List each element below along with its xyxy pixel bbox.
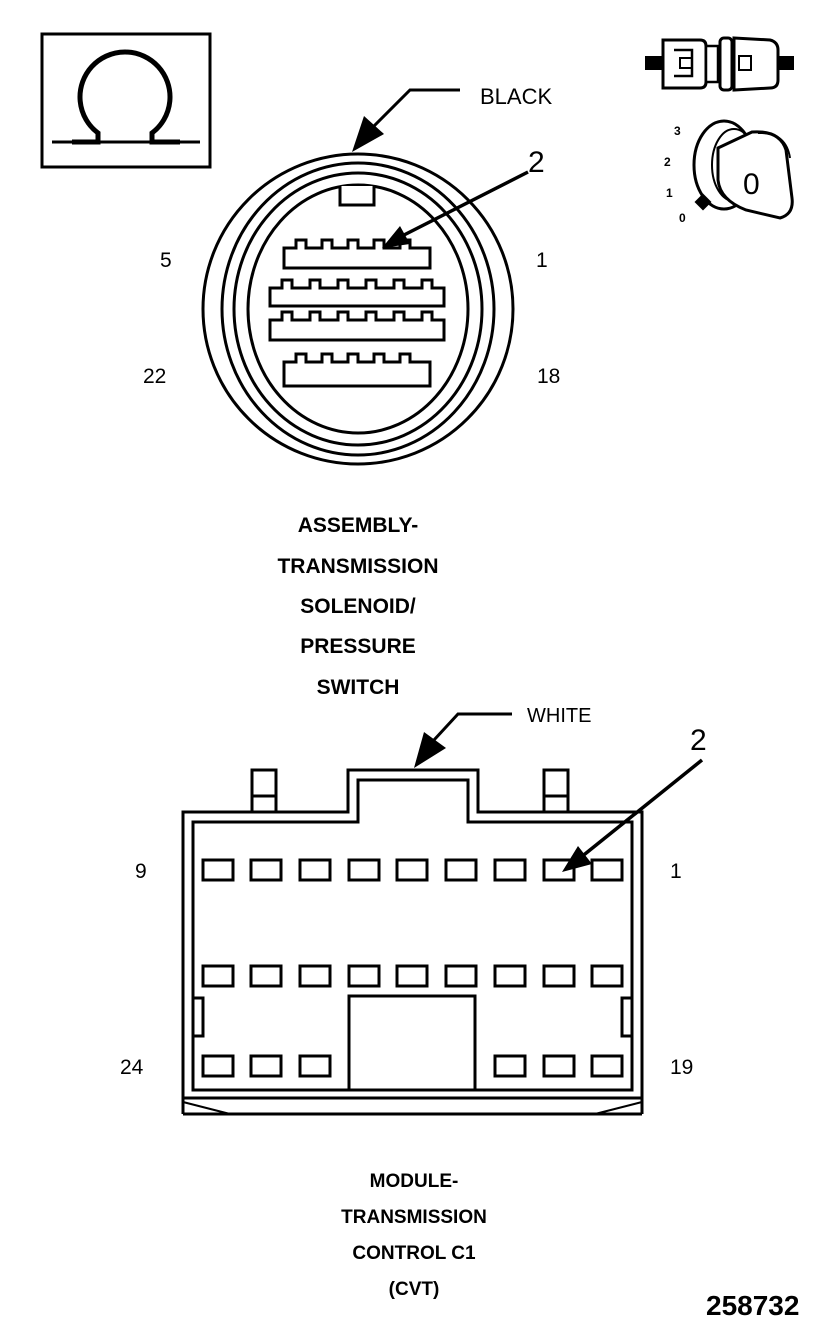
connector-1-title-line: TRANSMISSION [277, 555, 438, 578]
connector-2-pin-bottom-left: 24 [120, 1056, 144, 1079]
connector-1-title-line: ASSEMBLY- [298, 514, 419, 537]
cavity [590, 1054, 624, 1078]
ohmmeter-icon [40, 32, 212, 169]
connector-1-pin-top-right: 1 [536, 249, 548, 272]
cavity [542, 1054, 576, 1078]
cavity [298, 1054, 332, 1078]
connector-1-pin-top-left: 5 [160, 249, 172, 272]
cavity-row-2 [268, 278, 446, 308]
connector-2-cavities-row-3 [201, 1054, 624, 1078]
cavity [590, 858, 624, 882]
cavity [249, 1054, 283, 1078]
connector-1-pin-bottom-left: 22 [143, 365, 166, 388]
connector-2-cavities-row-2 [201, 964, 624, 988]
cavity [444, 964, 478, 988]
connector-2-title-line: TRANSMISSION [341, 1207, 487, 1228]
cavity [347, 858, 381, 882]
cavity-row-1 [282, 238, 432, 270]
figure-number: 258732 [706, 1290, 799, 1321]
connector-2-pin-top-left: 9 [135, 860, 147, 883]
connector-2-title: MODULE- TRANSMISSION CONTROL C1 (CVT) [341, 1171, 487, 1300]
cavity [249, 964, 283, 988]
connector-1-title: ASSEMBLY- TRANSMISSION SOLENOID/ PRESSUR… [277, 514, 438, 699]
connector-2-pin-bottom-right: 19 [670, 1056, 693, 1079]
cavity [395, 858, 429, 882]
cavity-row-3 [268, 310, 446, 342]
connector-2-pin-top-right: 1 [670, 860, 682, 883]
cavity [542, 964, 576, 988]
ignition-key-label: 0 [743, 168, 760, 201]
cavity [493, 1054, 527, 1078]
cavity [249, 858, 283, 882]
connector-1-title-line: PRESSURE [300, 635, 416, 658]
ign-pos-2: 2 [664, 155, 671, 169]
cavity [395, 964, 429, 988]
cavity [590, 964, 624, 988]
connector-1-color-label: BLACK [480, 84, 552, 109]
cavity [201, 858, 235, 882]
connector-1-cavity-rows [268, 238, 446, 388]
connector-unplugged-icon [645, 36, 794, 92]
cavity [298, 964, 332, 988]
cavity [201, 964, 235, 988]
cavity [347, 964, 381, 988]
ign-pos-0: 0 [679, 211, 686, 225]
connector-1-title-line: SOLENOID/ [300, 595, 416, 618]
ign-pos-1: 1 [666, 186, 673, 200]
connector-1-leader [352, 88, 460, 152]
ignition-key-icon: 3 2 1 0 0 [664, 119, 794, 225]
connector-1-callout-arrow [382, 170, 529, 248]
connector-2-cavities-row-1 [201, 858, 624, 882]
cavity [298, 858, 332, 882]
cavity [201, 1054, 235, 1078]
ign-pos-3: 3 [674, 124, 681, 138]
connector-1-callout-number: 2 [528, 146, 545, 179]
connector-2-color-label: WHITE [527, 705, 591, 727]
connector-2-title-line: (CVT) [389, 1279, 440, 1300]
connector-1-pin-bottom-right: 18 [537, 365, 560, 388]
connector-2-title-line: CONTROL C1 [352, 1243, 476, 1264]
connector-2-callout-arrow [562, 758, 704, 872]
connector-2-callout-number: 2 [690, 724, 707, 757]
connector-1-body [201, 152, 515, 466]
connector-2-title-line: MODULE- [370, 1171, 459, 1192]
cavity [444, 858, 478, 882]
cavity [493, 964, 527, 988]
connector-2-body [181, 768, 644, 1116]
cavity-row-4 [282, 352, 432, 388]
cavity [493, 858, 527, 882]
connector-1-title-line: SWITCH [317, 676, 400, 699]
connector-2-leader [414, 712, 512, 768]
